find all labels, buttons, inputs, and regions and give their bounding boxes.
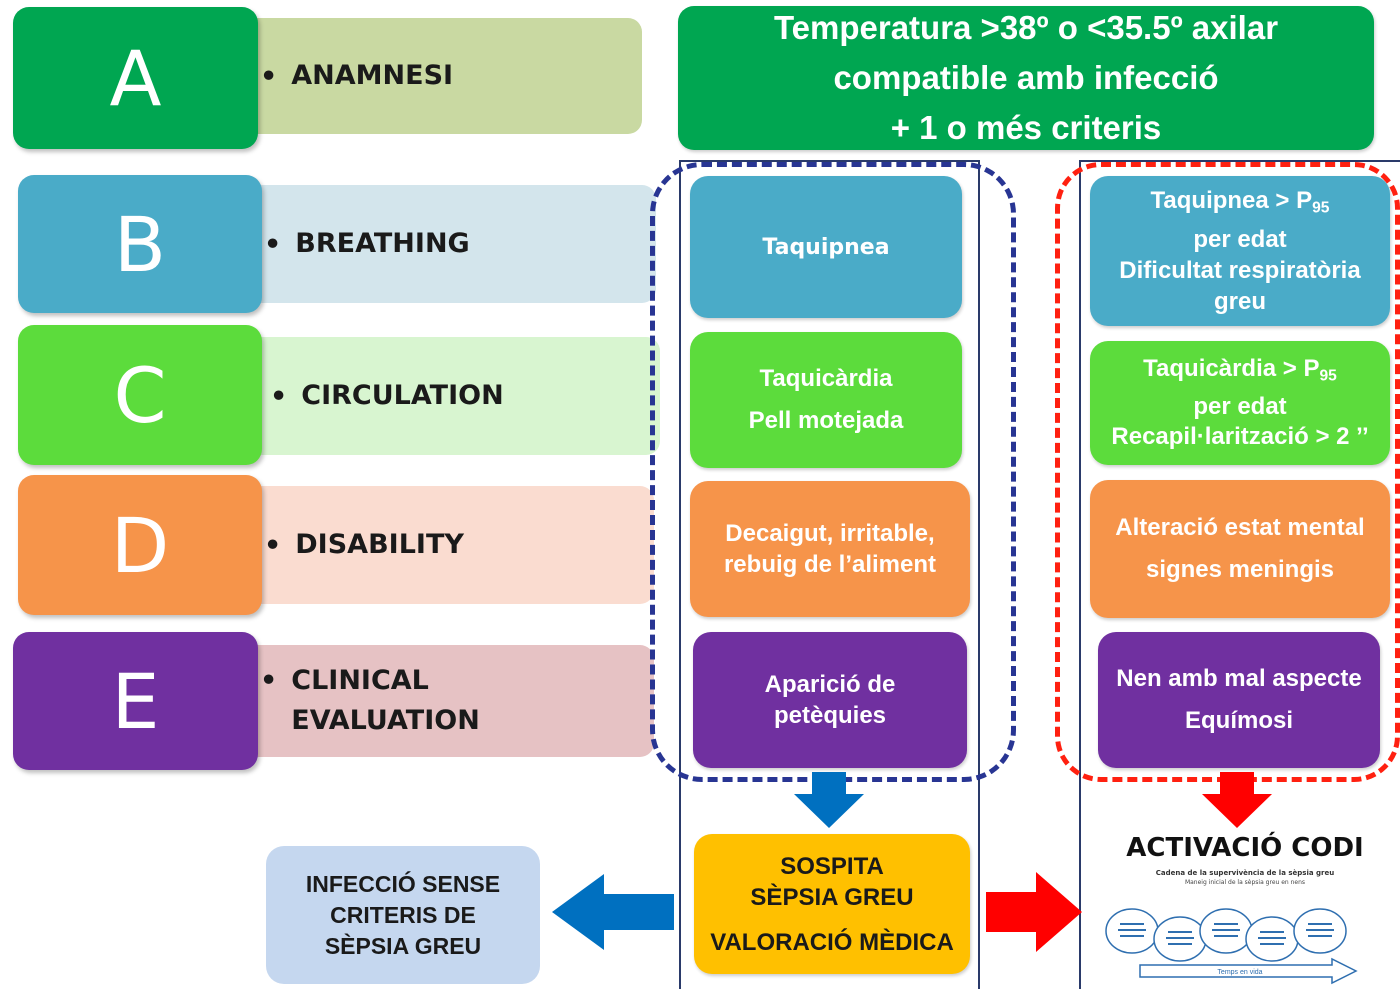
label-clinical-evaluation: • CLINICAL EVALUATION	[254, 645, 654, 757]
criterion-text-line2: petèquies	[773, 702, 887, 729]
letter-text: B	[113, 199, 167, 289]
header-line3: + 1 o més criteris	[890, 109, 1162, 146]
dashed-group-red	[1055, 162, 1400, 782]
criterion-text-line2: signes meningis	[1145, 556, 1335, 583]
criterion-text-line1: Alteració estat mental	[1115, 514, 1365, 541]
criterion-taquicardia: Taquicàrdia Pell motejada	[690, 332, 962, 468]
criterion-text: Taquipnea	[762, 234, 890, 260]
divider-line	[1079, 160, 1400, 162]
criterion-text-line1: Decaigut, irritable,	[725, 520, 935, 547]
criterion-taquipnea: Taquipnea	[690, 176, 962, 318]
temperature-criteria-header: Temperatura >38º o <35.5º axilar compati…	[678, 6, 1374, 150]
criterion-subscript: 95	[1319, 367, 1337, 385]
label-breathing: •BREATHING	[258, 185, 656, 303]
header-line1: Temperatura >38º o <35.5º axilar	[773, 9, 1279, 46]
letter-c: C	[18, 325, 262, 465]
sospita-line3: VALORACIÓ MÈDICA	[710, 928, 954, 956]
letter-text: A	[109, 33, 162, 123]
letter-text: C	[113, 350, 167, 440]
letter-d: D	[18, 475, 262, 615]
criterion-taquipnea-p95: Taquipnea > P95 per edat Dificultat resp…	[1090, 176, 1390, 326]
criterion-text-line3: Recapil·larització > 2 ’’	[1111, 422, 1369, 450]
sospita-sepsia-box: SOSPITA SÈPSIA GREU VALORACIÓ MÈDICA	[694, 834, 970, 974]
down-arrow-icon	[794, 772, 864, 828]
label-text-line2: EVALUATION	[291, 705, 480, 736]
criterion-text-line3: Dificultat respiratòria	[1119, 256, 1361, 284]
left-arrow-icon	[552, 874, 674, 950]
label-text: CIRCULATION	[301, 380, 504, 411]
criterion-subscript: 95	[1312, 199, 1330, 217]
label-text-line1: CLINICAL	[291, 665, 429, 696]
letter-text: E	[111, 656, 160, 746]
sospita-line2: SÈPSIA GREU	[750, 883, 914, 911]
letter-a: A	[13, 7, 258, 149]
label-circulation: •CIRCULATION	[258, 337, 660, 455]
criterion-text-line1: Taquicàrdia > P	[1143, 355, 1320, 383]
label-anamnesi: •ANAMNESI	[254, 18, 642, 134]
criterion-mal-aspecte: Nen amb mal aspecte Equímosi	[1098, 632, 1380, 768]
label-disability: •DISABILITY	[258, 486, 654, 604]
right-arrow-icon	[986, 872, 1082, 952]
divider-line	[978, 160, 980, 989]
survival-chain-diagram: Temps en vida	[1105, 908, 1358, 985]
label-text: BREATHING	[295, 228, 470, 259]
label-text: DISABILITY	[295, 529, 464, 560]
sospita-line1: SOSPITA	[780, 852, 884, 880]
divider-line	[679, 160, 980, 162]
infeccio-line2: CRITERIS DE	[330, 901, 476, 928]
dashed-group-blue	[650, 162, 1016, 782]
letter-text: D	[110, 500, 170, 590]
criterion-alteracio-mental: Alteració estat mental signes meningis	[1090, 480, 1390, 618]
criterion-text-line1: Nen amb mal aspecte	[1116, 665, 1362, 692]
activacio-subtitle: Cadena de la supervivència de la sèpsia …	[1155, 869, 1335, 877]
criterion-text-line2: rebuig de l’aliment	[723, 551, 937, 578]
criterion-text-line2: per edat	[1193, 225, 1287, 253]
criterion-text-line2: Equímosi	[1184, 707, 1293, 734]
divider-line	[1079, 160, 1081, 989]
label-text: ANAMNESI	[291, 60, 454, 91]
criterion-text-line1: Taquipnea > P	[1150, 187, 1313, 215]
criterion-text-line2: per edat	[1193, 392, 1287, 420]
divider-line	[679, 160, 681, 989]
criterion-text-line1: Taquicàrdia	[759, 365, 893, 392]
criterion-text-line1: Aparició de	[764, 671, 896, 698]
criterion-text-line2: Pell motejada	[748, 407, 904, 434]
down-arrow-icon	[1202, 772, 1272, 828]
criterion-taquicardia-p95: Taquicàrdia > P95 per edat Recapil·larit…	[1090, 341, 1390, 465]
letter-e: E	[13, 632, 258, 770]
criterion-text-line4: greu	[1213, 287, 1266, 315]
infeccio-line1: INFECCIÓ SENSE	[305, 870, 501, 897]
letter-b: B	[18, 175, 262, 313]
activacio-subtitle2: Maneig inicial de la sèpsia greu en nens	[1184, 879, 1306, 886]
infeccio-line3: SÈPSIA GREU	[324, 932, 482, 959]
activacio-codi-panel: ACTIVACIÓ CODI Cadena de la supervivènci…	[1100, 828, 1390, 989]
activacio-title: ACTIVACIÓ CODI	[1126, 833, 1364, 863]
infeccio-sense-criteris-box: INFECCIÓ SENSE CRITERIS DE SÈPSIA GREU	[266, 846, 540, 984]
header-line2: compatible amb infecció	[833, 59, 1219, 96]
activacio-arrow-text: Temps en vida	[1217, 969, 1262, 976]
criterion-petequies: Aparició de petèquies	[693, 632, 967, 768]
criterion-decaigut: Decaigut, irritable, rebuig de l’aliment	[690, 481, 970, 617]
